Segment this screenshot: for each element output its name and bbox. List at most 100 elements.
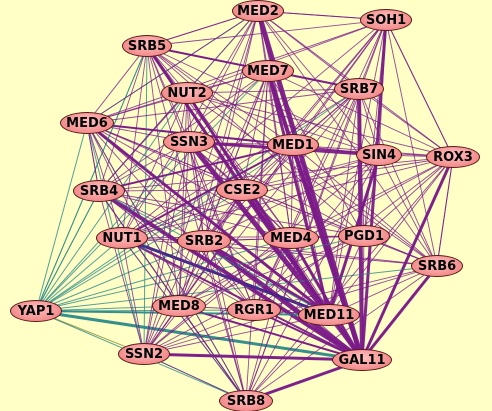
edge-nut1-rgr1 <box>121 237 255 311</box>
edge-med6-rgr1 <box>86 122 255 311</box>
edge-med2-sin4 <box>257 10 380 156</box>
edge-med4-srb8 <box>245 237 292 402</box>
edge-soh1-rox3 <box>385 19 454 158</box>
edge-srb5-sin4 <box>146 45 380 156</box>
edge-nut2-rox3 <box>186 92 454 158</box>
edge-med1-nut1 <box>121 144 294 239</box>
edge-srb4-rgr1 <box>98 190 255 311</box>
edge-nut1-med11 <box>121 237 330 316</box>
node-nut2[interactable]: NUT2 <box>161 82 213 104</box>
edge-nut2-srb7 <box>186 88 360 94</box>
node-med11[interactable]: MED11 <box>298 304 360 326</box>
edge-nut2-srb4 <box>98 92 188 192</box>
edge-med6-cse2 <box>86 122 243 191</box>
edge-ssn3-pgd1 <box>188 141 365 237</box>
node-med7[interactable]: MED7 <box>242 60 294 82</box>
node-srb6[interactable]: SRB6 <box>411 255 463 277</box>
edge-yap1-pgd1 <box>35 235 365 312</box>
edge-sin4-pgd1 <box>363 154 380 237</box>
edge-srb7-nut1 <box>121 88 360 239</box>
node-srb8[interactable]: SRB8 <box>219 390 273 411</box>
edge-sin4-srb8 <box>245 154 380 402</box>
edge-ssn3-rox3 <box>188 141 454 158</box>
node-med2[interactable]: MED2 <box>232 0 284 22</box>
edge-med7-med11 <box>266 70 331 316</box>
edge-srb7-srb2 <box>203 88 360 242</box>
edge-med11-ssn2 <box>143 314 330 355</box>
node-sin4[interactable]: SIN4 <box>356 144 402 166</box>
edge-srb5-srb8 <box>146 45 247 402</box>
node-srb2[interactable]: SRB2 <box>177 230 231 252</box>
node-med4[interactable]: MED4 <box>263 227 319 249</box>
edge-srb7-rox3 <box>358 88 454 158</box>
edge-srb5-med6 <box>86 45 148 124</box>
edge-soh1-cse2 <box>241 19 387 191</box>
edge-cse2-gal11 <box>241 189 363 361</box>
edge-srb6-gal11 <box>361 265 438 361</box>
edge-med6-med4 <box>86 122 292 239</box>
edge-nut2-sin4 <box>186 92 380 156</box>
edge-pgd1-ssn2 <box>143 235 365 355</box>
edge-cse2-ssn2 <box>143 189 243 355</box>
edge-srb6-ssn2 <box>143 265 438 355</box>
edge-med8-gal11 <box>178 305 363 361</box>
edge-srb7-med11 <box>328 88 360 316</box>
edge-ssn3-srb8 <box>188 141 247 402</box>
edge-yap1-gal11 <box>35 309 363 362</box>
node-med1[interactable]: MED1 <box>267 134 319 156</box>
edge-srb7-med6 <box>86 88 360 124</box>
node-yap1[interactable]: YAP1 <box>10 300 62 322</box>
node-srb4[interactable]: SRB4 <box>73 180 125 202</box>
edge-srb7-srb6 <box>358 88 438 267</box>
edge-yap1-nut1 <box>35 237 123 312</box>
edge-nut2-med11 <box>186 92 330 316</box>
edge-nut1-pgd1 <box>121 235 365 239</box>
edge-srb2-med11 <box>203 240 330 316</box>
edge-med7-rox3 <box>267 70 454 158</box>
edge-nut1-srb8 <box>121 237 247 402</box>
node-med6[interactable]: MED6 <box>60 112 114 134</box>
edge-med2-nut1 <box>121 10 259 239</box>
edge-ssn3-ssn2 <box>143 141 190 355</box>
edge-med1-srb4 <box>98 144 294 192</box>
edge-rox3-med4 <box>290 156 454 239</box>
node-rgr1[interactable]: RGR1 <box>227 299 281 321</box>
edge-rox3-med8 <box>178 156 454 307</box>
edge-ssn3-med8 <box>178 141 190 307</box>
edge-rox3-med11 <box>328 156 454 316</box>
edge-pgd1-med11 <box>328 235 365 316</box>
edge-soh1-med11 <box>328 19 387 316</box>
edge-srb2-srb6 <box>203 240 438 267</box>
node-ssn2[interactable]: SSN2 <box>118 343 170 365</box>
edge-yap1-srb6 <box>35 265 438 312</box>
node-srb7[interactable]: SRB7 <box>334 78 384 100</box>
edge-soh1-rgr1 <box>253 19 387 311</box>
edge-srb4-pgd1 <box>98 190 365 237</box>
edge-med7-srb8 <box>245 70 269 402</box>
edge-rox3-srb6 <box>436 156 454 267</box>
edge-yap1-srb2 <box>35 240 205 312</box>
node-nut1[interactable]: NUT1 <box>96 227 148 249</box>
edge-nut1-srb6 <box>121 237 438 267</box>
edge-cse2-srb6 <box>241 189 438 267</box>
edge-med1-gal11 <box>292 144 363 361</box>
node-med8[interactable]: MED8 <box>152 295 206 317</box>
edge-yap1-rgr1 <box>35 309 255 312</box>
edge-rox3-nut1 <box>121 156 454 239</box>
node-gal11[interactable]: GAL11 <box>332 349 392 371</box>
edge-srb5-ssn2 <box>143 45 148 355</box>
edge-srb7-rgr1 <box>253 88 360 311</box>
node-soh1[interactable]: SOH1 <box>360 9 412 31</box>
node-rox3[interactable]: ROX3 <box>426 146 480 168</box>
edge-srb5-yap1 <box>35 45 148 312</box>
edge-soh1-gal11 <box>360 19 388 361</box>
node-pgd1[interactable]: PGD1 <box>338 225 390 247</box>
node-ssn3[interactable]: SSN3 <box>163 131 215 153</box>
node-srb5[interactable]: SRB5 <box>122 35 172 57</box>
edge-med2-med6 <box>86 10 259 124</box>
edge-srb5-med1 <box>146 45 294 146</box>
edge-rox3-cse2 <box>241 156 454 191</box>
edge-srb4-ssn2 <box>98 190 145 355</box>
node-cse2[interactable]: CSE2 <box>216 179 268 201</box>
